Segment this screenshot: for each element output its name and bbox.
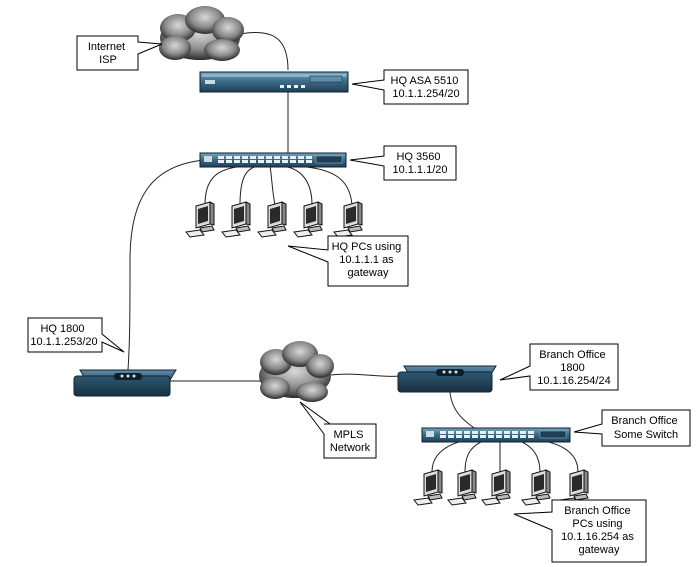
mpls-cloud: [259, 341, 334, 402]
pc-icon: [221, 201, 251, 238]
branch-office-1800: [397, 365, 497, 393]
callout-line: 10.1.1.1/20: [392, 164, 447, 176]
callout-line: gateway: [348, 267, 389, 279]
svg-text:Branch Office PCs using: Branch Office PCs using 10.1.16.254 as g…: [561, 505, 637, 556]
callout-line: MPLS: [333, 429, 363, 441]
firewall-icon: [199, 71, 349, 93]
pc-icon: [185, 201, 215, 238]
callout-line: 10.1.1.253/20: [30, 336, 97, 348]
cloud-icon: [259, 341, 334, 402]
internet-cloud: [159, 6, 244, 61]
callout-line: 10.1.16.254/24: [537, 375, 610, 387]
callout-branch-pcs: Branch Office PCs using 10.1.16.254 as g…: [513, 499, 647, 563]
hq-1800: [73, 369, 177, 397]
callout-hq-asa: HQ ASA 5510 10.1.1.254/20: [351, 69, 469, 105]
svg-text:Internet ISP: Internet ISP: [88, 41, 128, 66]
svg-text:HQ PCs using 10.1.1.1 as: HQ PCs using 10.1.1.1 as gateway: [332, 241, 405, 279]
callout-line: 1800: [560, 362, 584, 374]
callout-line: 10.1.16.254 as: [561, 531, 634, 543]
switch-icon: [199, 152, 347, 168]
hq-asa-5510: [199, 71, 349, 93]
svg-text:MPLS Network: MPLS Network: [330, 429, 371, 454]
pc-icon: [293, 201, 323, 238]
cloud-icon: [159, 6, 244, 61]
callout-line: 10.1.1.254/20: [392, 88, 459, 100]
callout-branch-1800: Branch Office 1800 10.1.16.254/24: [499, 343, 619, 391]
pc-icon: [481, 469, 511, 506]
callout-line: 10.1.1.1 as: [339, 254, 394, 266]
router-icon: [73, 369, 177, 397]
callout-line: Internet: [88, 41, 125, 53]
pc-icon: [257, 201, 287, 238]
pc-icon: [447, 469, 477, 506]
callout-line: HQ 3560: [396, 151, 440, 163]
branch-pcs-group: [413, 469, 589, 506]
callout-branch-switch: Branch Office Some Switch: [573, 409, 691, 447]
hq-pcs-group: [185, 201, 363, 238]
callout-line: Network: [330, 442, 371, 454]
router-icon: [397, 365, 497, 393]
svg-text:HQ 3560 10.1.1.1/20: HQ 3560 10.1.1.1/20: [392, 151, 447, 176]
callout-line: Branch Office: [564, 505, 630, 517]
callout-hq-pcs: HQ PCs using 10.1.1.1 as gateway: [287, 235, 409, 287]
hq-3560: [199, 152, 347, 168]
pc-icon: [413, 469, 443, 506]
callout-line: Branch Office: [539, 349, 605, 361]
callout-line: HQ 1800: [40, 323, 84, 335]
svg-text:HQ 1800 10.1.1.253/20: HQ 1800 10.1.1.253/20: [30, 323, 97, 348]
callout-line: Some Switch: [614, 429, 678, 441]
callout-line: HQ ASA 5510: [391, 75, 459, 87]
callout-hq-3560: HQ 3560 10.1.1.1/20: [349, 145, 457, 181]
branch-office-switch: [421, 427, 571, 443]
callout-line: HQ PCs using: [332, 241, 402, 253]
callout-line: ISP: [99, 54, 117, 66]
pc-icon: [521, 469, 551, 506]
svg-text:Branch Office 1800: Branch Office 1800 10.1.16.254/24: [537, 349, 610, 387]
callout-hq-1800: HQ 1800 10.1.1.253/20: [27, 317, 125, 353]
callout-mpls-network: MPLS Network: [299, 401, 377, 459]
svg-text:HQ ASA 5510 10.1.1.254/2: HQ ASA 5510 10.1.1.254/20: [391, 75, 462, 100]
callout-line: PCs using: [572, 518, 622, 530]
switch-icon: [421, 427, 571, 443]
svg-text:Branch Office Some Switc: Branch Office Some Switch: [611, 415, 681, 441]
callout-line: Branch Office: [611, 415, 677, 427]
callout-internet-isp: Internet ISP: [76, 35, 163, 71]
callout-line: gateway: [579, 544, 620, 556]
pc-icon: [333, 201, 363, 238]
